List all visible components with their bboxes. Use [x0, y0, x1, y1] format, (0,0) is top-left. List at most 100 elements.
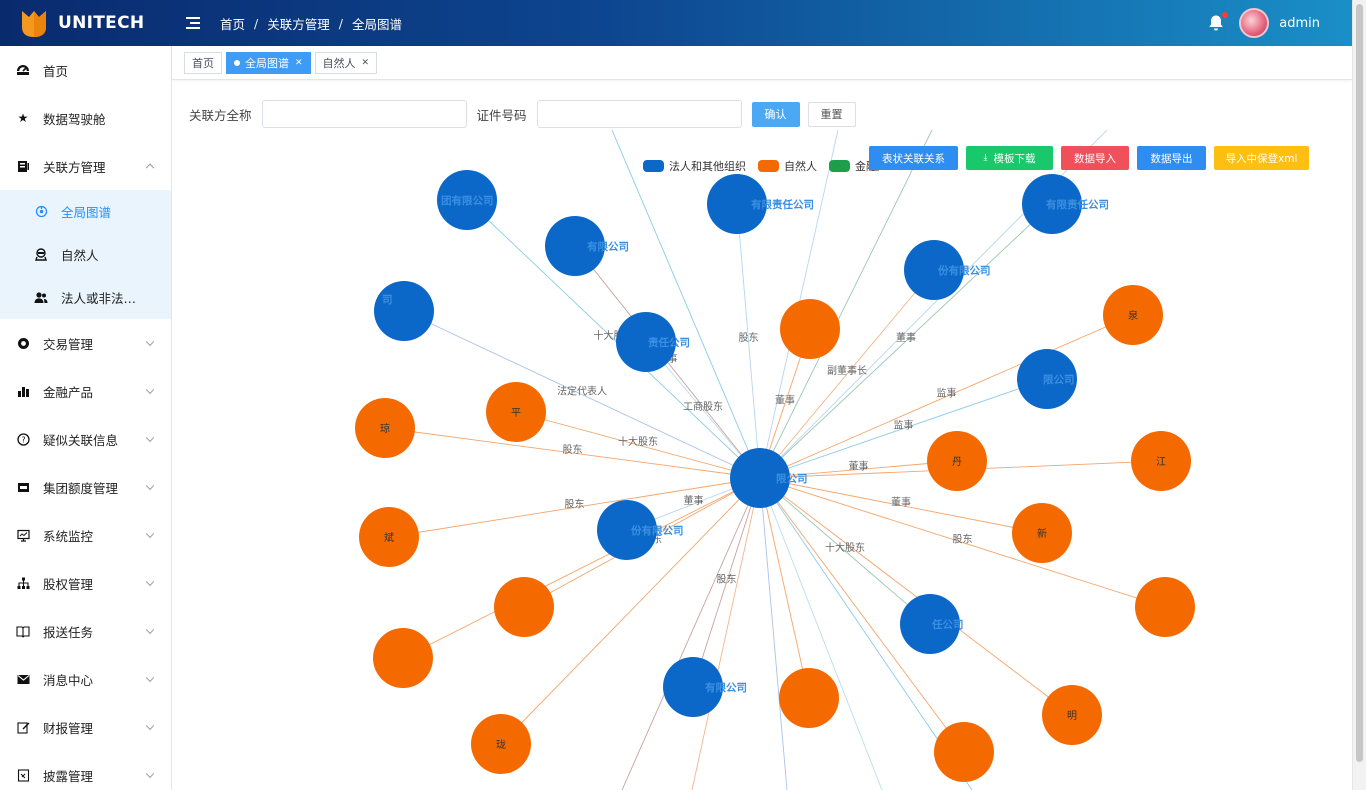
- person-node[interactable]: [780, 299, 840, 359]
- person-node[interactable]: 琼: [355, 398, 415, 458]
- chevron-down-icon: [145, 337, 155, 347]
- circle-icon: [16, 336, 30, 350]
- notification-bell-icon[interactable]: [1207, 12, 1229, 32]
- sidebar-item-group-quota[interactable]: 集团额度管理: [0, 463, 171, 511]
- sidebar-item-financial-reports[interactable]: 财报管理: [0, 703, 171, 751]
- sidebar-item-global-graph[interactable]: 全局图谱: [0, 190, 171, 233]
- sidebar-item-system-monitor[interactable]: 系统监控: [0, 511, 171, 559]
- template-download-button[interactable]: ⤓ 模板下载: [966, 146, 1053, 170]
- org-node[interactable]: 团有限公司: [437, 170, 497, 230]
- org-node[interactable]: 份有限公司: [597, 500, 684, 560]
- table-relation-button[interactable]: 表状关联关系: [869, 146, 958, 170]
- breadcrumb-home[interactable]: 首页: [220, 16, 246, 32]
- org-node[interactable]: 份有限公司: [904, 240, 991, 300]
- sidebar-item-label: 法人或非法…: [61, 291, 137, 306]
- org-node-circle: [374, 281, 434, 341]
- user-avatar[interactable]: [1239, 8, 1270, 38]
- legend-label: 法人和其他组织: [669, 160, 746, 173]
- person-node[interactable]: 斌: [359, 507, 419, 567]
- chevron-down-icon: [145, 721, 155, 731]
- close-icon[interactable]: ✕: [295, 57, 303, 68]
- edge-label: 董事: [849, 460, 869, 473]
- graph-canvas[interactable]: 十大股东股东董事监事副董事长法定代表人工商股东监事董事十大股东股东董事监事十大股…: [172, 130, 1352, 790]
- tab-home[interactable]: 首页: [184, 51, 222, 74]
- sidebar-item-disclosure[interactable]: 披露管理: [0, 751, 171, 790]
- edge-label: 股东: [739, 331, 759, 344]
- person-node[interactable]: 平: [486, 382, 546, 442]
- sidebar-item-label: 财报管理: [43, 720, 94, 736]
- mail-icon: [16, 672, 30, 686]
- person-node[interactable]: [373, 628, 433, 688]
- page-scrollbar[interactable]: [1352, 0, 1366, 790]
- sidebar-item-cockpit[interactable]: ★ 数据驾驶舱: [0, 94, 171, 142]
- sidebar-item-home[interactable]: 首页: [0, 46, 171, 94]
- person-node[interactable]: 新: [1012, 503, 1072, 563]
- org-node[interactable]: 司: [374, 281, 434, 341]
- person-node[interactable]: 珑: [471, 714, 531, 774]
- org-node[interactable]: 有限公司: [663, 657, 747, 717]
- wallet-icon: [16, 480, 30, 494]
- node-label: 司: [382, 294, 393, 306]
- sidebar-item-legal-entity[interactable]: 法人或非法…: [0, 276, 171, 319]
- tree-icon: [16, 576, 30, 590]
- data-export-button[interactable]: 数据导出: [1137, 146, 1206, 170]
- sidebar-item-related-party[interactable]: 关联方管理: [0, 142, 171, 190]
- org-node[interactable]: 任公司: [900, 594, 964, 654]
- tab-natural-person[interactable]: 自然人 ✕: [314, 51, 378, 74]
- tab-global-graph[interactable]: 全局图谱 ✕: [226, 51, 311, 74]
- graph-edge: [759, 477, 788, 790]
- id-input[interactable]: [536, 100, 742, 128]
- close-icon[interactable]: ✕: [361, 57, 370, 68]
- person-node[interactable]: 江: [1131, 431, 1191, 491]
- menu-toggle-icon[interactable]: [186, 17, 200, 29]
- org-node-circle: [597, 500, 657, 560]
- org-node[interactable]: 有限责任公司: [1022, 174, 1109, 234]
- person-node[interactable]: [934, 722, 994, 782]
- org-node[interactable]: 有限责任公司: [707, 174, 814, 234]
- breadcrumb-related-party[interactable]: 关联方管理: [267, 16, 330, 32]
- sidebar-item-natural-person[interactable]: 自然人: [0, 233, 171, 276]
- confirm-button[interactable]: 确认: [751, 101, 800, 127]
- graph-icon: [34, 205, 48, 219]
- sidebar-item-suspected-related[interactable]: ? 疑似关联信息: [0, 415, 171, 463]
- edge-label: 股东: [563, 443, 583, 456]
- name-label: 关联方全称: [189, 107, 252, 123]
- tabs-bar: 首页 全局图谱 ✕ 自然人 ✕: [172, 46, 1352, 80]
- org-node[interactable]: 责任公司: [616, 312, 690, 372]
- logo[interactable]: UNITECH: [0, 7, 172, 39]
- node-label: 明: [1067, 710, 1077, 722]
- tab-label: 首页: [192, 56, 214, 70]
- name-input[interactable]: [261, 100, 467, 128]
- center-node[interactable]: 限公司: [730, 448, 808, 508]
- breadcrumb: 首页 / 关联方管理 / 全局图谱: [220, 14, 402, 33]
- person-node[interactable]: [1135, 577, 1195, 637]
- scrollbar-thumb[interactable]: [1356, 4, 1363, 762]
- graph-legend: 法人和其他组织 自然人 金融产: [643, 158, 900, 174]
- edge-label: 副董事长: [827, 364, 867, 377]
- person-node[interactable]: 丹: [927, 431, 987, 491]
- legend-item-org[interactable]: 法人和其他组织: [643, 158, 746, 174]
- username[interactable]: admin: [1279, 15, 1320, 31]
- legend-swatch: [829, 160, 850, 172]
- relationship-graph[interactable]: 十大股东股东董事监事副董事长法定代表人工商股东监事董事十大股东股东董事监事十大股…: [172, 130, 1352, 790]
- person-node[interactable]: [494, 577, 554, 637]
- sidebar-item-report-tasks[interactable]: 报送任务: [0, 607, 171, 655]
- org-node[interactable]: 有限公司: [545, 216, 629, 276]
- org-node[interactable]: 限公司: [1017, 349, 1077, 409]
- import-xml-button[interactable]: 导入中保登xml: [1214, 146, 1309, 170]
- person-node[interactable]: [779, 668, 839, 728]
- sidebar-item-messages[interactable]: 消息中心: [0, 655, 171, 703]
- sidebar-item-transactions[interactable]: 交易管理: [0, 319, 171, 367]
- sidebar-item-financial-products[interactable]: 金融产品: [0, 367, 171, 415]
- graph-edge: [759, 477, 1043, 535]
- data-import-button[interactable]: 数据导入: [1061, 146, 1129, 170]
- person-node-circle: [471, 714, 531, 774]
- person-icon: [34, 248, 48, 262]
- person-node[interactable]: 明: [1042, 685, 1102, 745]
- sidebar-item-equity[interactable]: 股权管理: [0, 559, 171, 607]
- legend-item-person[interactable]: 自然人: [758, 158, 817, 174]
- reset-button[interactable]: 重置: [807, 101, 856, 127]
- edge-label: 股东: [953, 533, 973, 546]
- person-node[interactable]: 泉: [1103, 285, 1163, 345]
- sidebar-item-label: 疑似关联信息: [43, 432, 119, 448]
